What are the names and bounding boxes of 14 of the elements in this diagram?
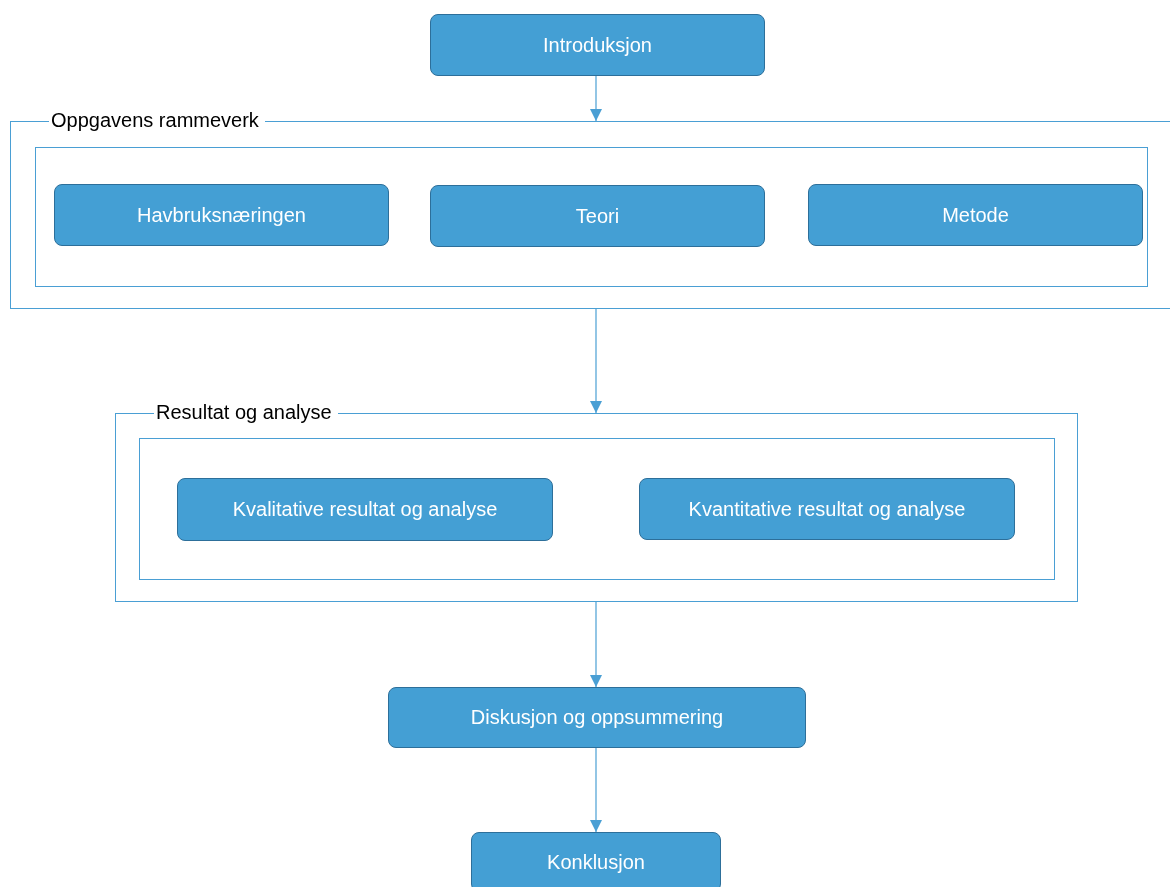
process-box: Introduksjon xyxy=(430,14,765,76)
process-box: Kvalitative resultat og analyse xyxy=(177,478,553,541)
arrow xyxy=(590,601,602,688)
process-box: Diskusjon og oppsummering xyxy=(388,687,806,748)
arrow xyxy=(590,75,602,122)
process-box: Metode xyxy=(808,184,1143,246)
inner-frame xyxy=(35,147,1148,287)
process-box: Teori xyxy=(430,185,765,247)
inner-frame xyxy=(139,438,1055,580)
process-box: Havbruksnæringen xyxy=(54,184,389,246)
arrow xyxy=(590,308,602,414)
process-box: Konklusjon xyxy=(471,832,721,887)
arrow xyxy=(590,747,602,833)
process-box: Kvantitative resultat og analyse xyxy=(639,478,1015,540)
